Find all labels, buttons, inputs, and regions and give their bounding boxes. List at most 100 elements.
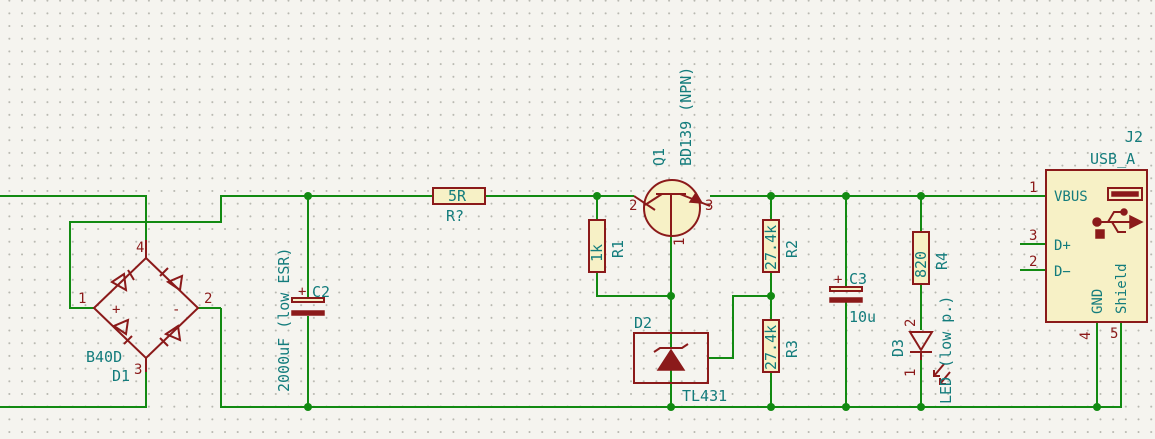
pin-number: 2 [903, 319, 919, 327]
wire-input-bottom [0, 372, 147, 408]
capacitor-c3[interactable]: + C3 10u [829, 270, 876, 326]
pin-number: 1 [78, 291, 86, 307]
resistor-r1[interactable]: 1k R1 [588, 219, 627, 273]
pin-number: 2 [204, 291, 212, 307]
component-ref: D2 [634, 314, 652, 332]
led-triangle-icon [908, 331, 934, 352]
bridge-diode-icon [110, 269, 135, 292]
bridge-diode-icon [159, 324, 182, 347]
component-ref: R? [446, 207, 464, 225]
component-value: 2000uF (low ESR) [275, 248, 293, 393]
pin-number: 1 [672, 238, 688, 246]
junction-dot [842, 192, 850, 200]
component-ref: Q1 [650, 148, 668, 166]
polarity-plus-sign: + [298, 284, 306, 300]
tl431-cathode-bar [653, 343, 689, 353]
resistor-body [588, 219, 606, 273]
resistor-r2[interactable]: 27.4k R2 [762, 219, 801, 273]
component-ref: R4 [933, 252, 951, 270]
usb-trident-icon [1092, 208, 1144, 239]
component-value: 820 [912, 251, 930, 278]
resistor-body [432, 187, 486, 205]
pin-name: Shield [1114, 263, 1130, 314]
capacitor-plate [291, 297, 325, 303]
pin-number: 2 [1029, 254, 1037, 270]
shunt-reference-d2[interactable]: D2 TL431 [633, 314, 727, 405]
junction-dot [917, 403, 925, 411]
led-d3[interactable]: 2 1 D3 LED (low p.) [889, 296, 955, 404]
component-value: LED (low p.) [937, 296, 955, 404]
pin-number: 2 [629, 198, 637, 214]
component-value: USB_A [1090, 150, 1135, 168]
resistor-body [762, 219, 780, 273]
bridge-outline [92, 256, 200, 360]
pin-name: VBUS [1054, 189, 1088, 205]
junction-dot [304, 192, 312, 200]
pin-name: GND [1090, 289, 1106, 314]
wire-input-left [69, 220, 222, 309]
usb-plug-contact [1111, 191, 1139, 197]
component-value: TL431 [682, 387, 727, 405]
resistor-r4[interactable]: 820 R4 [912, 231, 951, 285]
pin-number: 3 [705, 198, 713, 214]
component-ref: R1 [609, 240, 627, 258]
tl431-diode-icon [656, 348, 686, 371]
component-ref: C3 [849, 270, 867, 288]
usb-plug-icon [1107, 187, 1143, 201]
bridge-minus-sign: - [172, 302, 180, 318]
pin-number: 4 [1078, 332, 1094, 340]
component-value: 27.4k [762, 325, 780, 370]
pin-number: 3 [1029, 228, 1037, 244]
junction-dot [767, 403, 775, 411]
resistor-body [912, 231, 930, 285]
capacitor-plate [291, 310, 325, 316]
pin-name: D− [1054, 264, 1071, 280]
capacitor-c2[interactable]: + C2 2000uF (low ESR) [275, 248, 330, 393]
usb-connector-j2[interactable]: J2 USB_A VBUS D+ D− GND Shield 1 3 2 4 5 [1029, 128, 1148, 342]
wire-input-top [0, 195, 147, 240]
wire-r1-bottom [596, 272, 671, 297]
component-value: 1k [588, 244, 606, 262]
transistor-q1[interactable]: 2 3 1 Q1 BD139 (NPN) [629, 67, 713, 246]
junction-dot [667, 292, 675, 300]
component-ref: R2 [783, 240, 801, 258]
resistor-r-series[interactable]: 5R R? [432, 187, 486, 225]
component-value: BD139 (NPN) [677, 67, 695, 166]
bridge-rectifier-d1[interactable]: + - 1 2 4 3 B40D D1 [78, 240, 212, 385]
junction-dot [917, 192, 925, 200]
pin-number: 1 [1029, 180, 1037, 196]
pin-name: D+ [1054, 238, 1071, 254]
junction-dot [667, 403, 675, 411]
junction-dot [767, 292, 775, 300]
bridge-diode-icon [111, 318, 133, 345]
pin-number: 5 [1110, 326, 1118, 342]
light-emission-icon [933, 363, 951, 385]
junction-dot [304, 403, 312, 411]
component-ref: C2 [312, 283, 330, 301]
component-ref: D3 [889, 339, 907, 357]
component-value: 10u [849, 308, 876, 326]
wire-bridge-out-plus [220, 195, 433, 220]
resistor-r3[interactable]: 27.4k R3 [762, 319, 801, 373]
junction-dot [593, 192, 601, 200]
transistor-collector-lead [644, 193, 663, 206]
transistor-base-lead [633, 195, 656, 211]
capacitor-plate [829, 297, 863, 303]
junction-dot [842, 403, 850, 411]
bridge-plus-sign: + [112, 302, 120, 318]
pin-number: 3 [134, 362, 142, 378]
wire-ref-feedback [708, 295, 771, 359]
component-value: 27.4k [762, 225, 780, 270]
tl431-outline [633, 332, 709, 384]
resistor-body [762, 319, 780, 373]
component-value: 5R [448, 187, 467, 205]
junction-dot [767, 192, 775, 200]
component-value: B40D [86, 348, 122, 366]
component-ref: J2 [1125, 128, 1143, 146]
pin-number: 4 [136, 240, 144, 256]
component-ref: D1 [112, 367, 130, 385]
bridge-diode-icon [159, 267, 184, 292]
junctions [304, 192, 1101, 411]
